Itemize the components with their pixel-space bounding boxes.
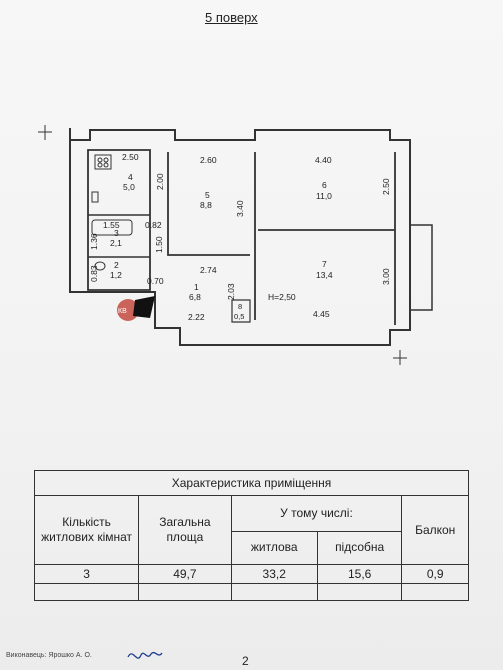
characteristics-table: Характеристика приміщення Кількість житл… (33, 470, 469, 601)
floor-title: 5 поверх (205, 10, 258, 25)
room-1-area: 6,8 (189, 292, 201, 302)
blank-cell (401, 583, 469, 601)
dim-room7-side: 3.00 (381, 268, 391, 285)
sink-icon (91, 191, 99, 203)
outer-wall (69, 128, 411, 346)
room-7-area: 13,4 (316, 270, 333, 280)
dim-wc-door: 0.70 (147, 276, 164, 286)
value-living: 33,2 (230, 564, 318, 584)
table-title: Характеристика приміщення (34, 470, 469, 496)
blank-cell (33, 583, 140, 601)
dim-bath-width: 1.55 (103, 220, 120, 230)
header-total-area: Загальна площа (138, 495, 232, 565)
blank-cell (138, 583, 232, 601)
room-6-area: 11,0 (316, 191, 332, 201)
partition (87, 149, 151, 291)
value-rooms: 3 (33, 564, 140, 584)
room-2-area: 1,2 (110, 270, 122, 280)
room-1-number: 1 (194, 282, 199, 292)
dim-bath-side2: 1.50 (154, 236, 164, 253)
header-including: У тому числі: (230, 495, 403, 532)
room-2-number: 2 (114, 260, 119, 270)
dim-room6-top: 4.40 (315, 155, 332, 165)
dim-bath-side: 0.82 (145, 220, 162, 230)
room-3-area: 2,1 (110, 238, 122, 248)
blank-cell (316, 583, 403, 601)
room-6-number: 6 (322, 180, 327, 190)
dim-wc-height: 0.83 (89, 265, 99, 282)
room-8-number: 8 (238, 302, 242, 311)
height-label: H=2,50 (268, 292, 296, 302)
dim-room5-top: 2.60 (200, 155, 217, 165)
room-3-number: 3 (114, 228, 119, 238)
blank-cell (230, 583, 318, 601)
header-balcony: Балкон (401, 495, 469, 565)
stamp-text: КВ (118, 308, 127, 315)
header-rooms: Кількість житлових кімнат (33, 495, 140, 565)
floor-plan: КВ 2.50 2.60 4.40 2.00 3.40 2.50 1.55 1.… (38, 125, 433, 365)
balcony-outline (410, 224, 433, 311)
room-5-area: 8,8 (200, 200, 212, 210)
room-4-area: 5,0 (123, 182, 135, 192)
stamp: КВ (117, 296, 155, 321)
room-4-number: 4 (128, 172, 133, 182)
partition (167, 152, 250, 256)
executor-line: Виконавець: Ярошко А. О. (6, 652, 92, 659)
signature (127, 651, 163, 659)
value-total: 49,7 (138, 564, 232, 584)
page-number: 2 (242, 654, 249, 668)
toilet-icon (94, 261, 106, 271)
dim-hall-side: 2.03 (226, 283, 236, 300)
bathtub-icon (91, 219, 133, 236)
room-8-area: 0,5 (234, 312, 244, 321)
partition (88, 214, 150, 258)
stove-icon (94, 154, 112, 170)
dim-kitchen-top: 2.50 (122, 152, 139, 162)
dim-bath-height: 1.36 (89, 233, 99, 250)
dim-kitchen-side: 2.00 (155, 173, 165, 190)
room-7-number: 7 (322, 259, 327, 269)
value-utility: 15,6 (316, 564, 403, 584)
dim-room6-side: 2.50 (381, 178, 391, 195)
dim-hall-bottom: 2.22 (188, 312, 205, 322)
header-utility: підсобна (316, 530, 403, 565)
closet (231, 299, 251, 323)
dim-room7-bottom: 4.45 (313, 309, 330, 319)
axis-marker (38, 125, 407, 365)
dim-hall-width: 2.74 (200, 265, 217, 275)
value-balcony: 0,9 (401, 564, 469, 584)
header-living: житлова (230, 530, 318, 565)
dim-room5-side: 3.40 (235, 200, 245, 217)
room-5-number: 5 (205, 190, 210, 200)
